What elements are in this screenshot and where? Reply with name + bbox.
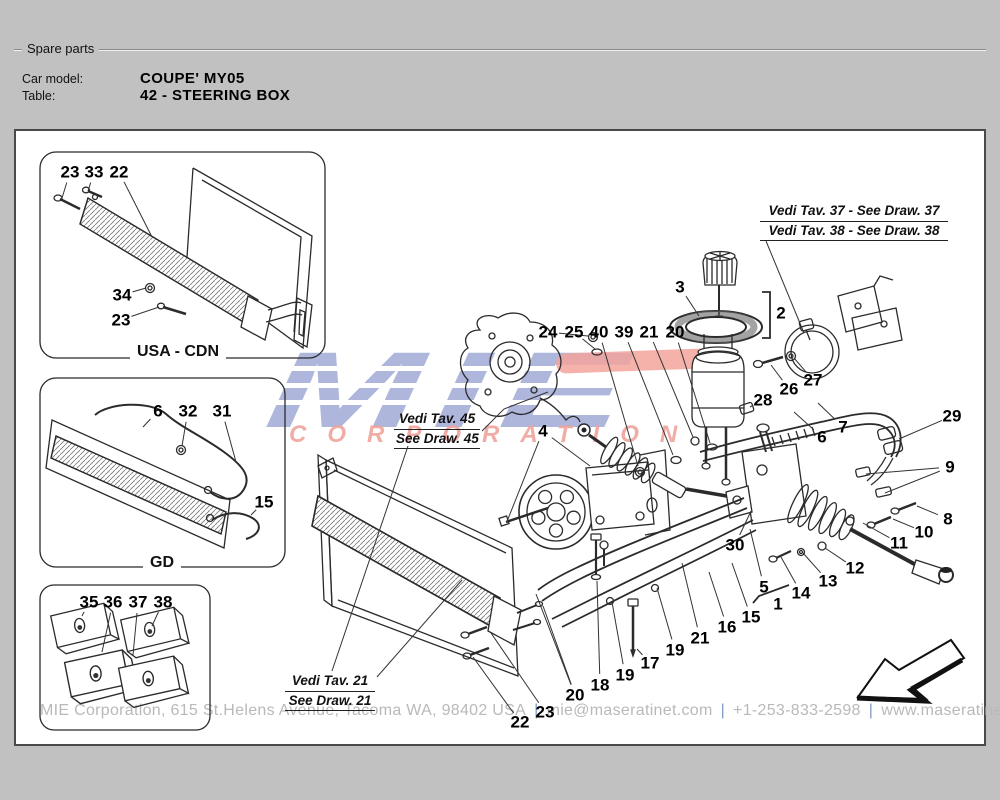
- watermark-stripe: [268, 383, 713, 388]
- groupbox-label: Spare parts: [22, 41, 100, 56]
- footer-separator: |: [534, 702, 539, 719]
- footer-separator: |: [720, 702, 726, 719]
- ref-note-line: Vedi Tav. 38 - See Draw. 38: [760, 222, 948, 242]
- table-label: Table:: [22, 89, 56, 103]
- ref-note-draw-37-38: Vedi Tav. 37 - See Draw. 37 Vedi Tav. 38…: [760, 202, 948, 242]
- footer-email: mie@maseratinet.com: [546, 702, 713, 719]
- ref-note-line: See Draw. 21: [285, 692, 375, 712]
- footer-contact-line: MIE Corporation, 615 St.Helens Avenue, T…: [40, 702, 1000, 720]
- ref-note-draw-21: Vedi Tav. 21 See Draw. 21: [285, 672, 375, 712]
- car-model-label: Car model:: [22, 72, 84, 86]
- car-model-value: COUPE' MY05: [140, 70, 245, 87]
- inset-label-usa-cdn: USA - CDN: [129, 343, 227, 361]
- footer-separator: |: [868, 702, 874, 719]
- ref-note-line: Vedi Tav. 21: [285, 672, 375, 692]
- ref-note-line: Vedi Tav. 37 - See Draw. 37: [760, 202, 948, 222]
- inset-label-gd: GD: [143, 554, 181, 572]
- watermark-corporation-text: CORPORATION: [289, 421, 699, 448]
- ref-note-draw-45: Vedi Tav. 45 See Draw. 45: [394, 410, 480, 450]
- groupbox-border: [14, 49, 986, 51]
- footer-address: MIE Corporation, 615 St.Helens Avenue, T…: [40, 702, 527, 719]
- footer-phone: +1-253-833-2598: [733, 702, 861, 719]
- watermark-stripe: [268, 400, 713, 405]
- table-value: 42 - STEERING BOX: [140, 87, 291, 104]
- ref-note-line: Vedi Tav. 45: [394, 410, 480, 430]
- footer-website: www.maseratinet.com: [881, 702, 1000, 719]
- ref-note-line: See Draw. 45: [394, 430, 480, 450]
